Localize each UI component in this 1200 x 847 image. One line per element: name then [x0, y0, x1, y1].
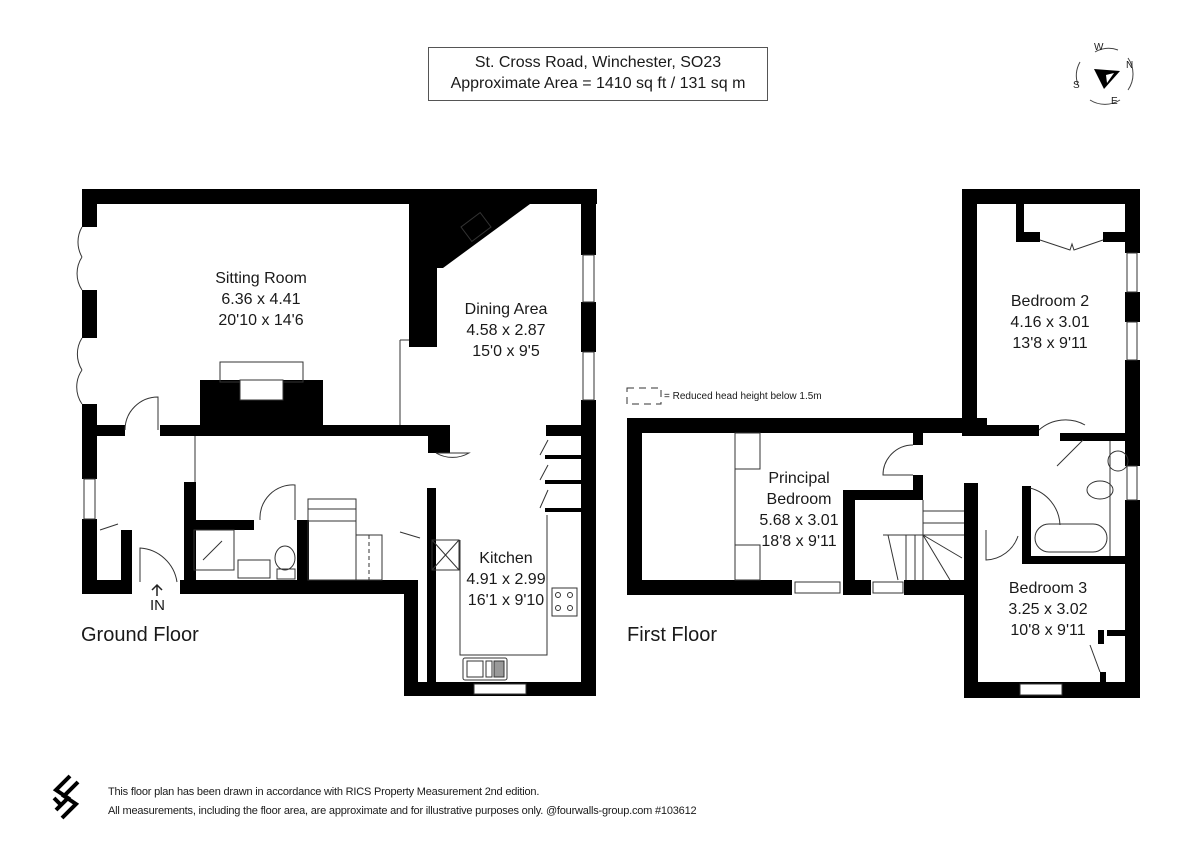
- footer-line-1: This floor plan has been drawn in accord…: [108, 786, 540, 798]
- ground-floor-label: Ground Floor: [81, 624, 199, 646]
- compass-north: N: [1126, 60, 1134, 71]
- compass-west: W: [1094, 42, 1104, 53]
- fourwalls-logo-icon: [52, 774, 80, 820]
- room-kitchen: Kitchen 4.91 x 2.99 16'1 x 9'10: [466, 548, 545, 611]
- compass-south: S: [1073, 80, 1080, 91]
- room-imperial: 15'0 x 9'5: [472, 343, 540, 360]
- title-box: St. Cross Road, Winchester, SO23 Approxi…: [428, 47, 768, 101]
- dashed-box-icon: [626, 387, 662, 405]
- room-metric: 4.16 x 3.01: [1010, 314, 1090, 331]
- room-metric: 3.25 x 3.02: [1008, 601, 1088, 618]
- compass-east: E: [1111, 96, 1118, 107]
- room-sitting-room: Sitting Room 6.36 x 4.41 20'10 x 14'6: [215, 268, 307, 331]
- room-name-line2: Bedroom: [766, 491, 832, 508]
- room-name: Bedroom 2: [1010, 293, 1090, 310]
- footer-line-2: All measurements, including the floor ar…: [108, 805, 697, 817]
- room-imperial: 13'8 x 9'11: [1012, 335, 1088, 352]
- entrance-label: IN: [150, 597, 165, 614]
- address-text: St. Cross Road, Winchester, SO23: [474, 54, 722, 71]
- first-floor-fixtures: [734, 239, 1138, 696]
- footer-disclaimer: This floor plan has been drawn in accord…: [108, 783, 697, 821]
- room-metric: 5.68 x 3.01: [759, 512, 839, 529]
- first-floor-plan: [627, 189, 1140, 698]
- room-metric: 6.36 x 4.41: [221, 291, 301, 308]
- room-name: Dining Area: [464, 301, 548, 318]
- entrance-arrow-icon: [151, 583, 163, 596]
- room-principal-bedroom: Principal Bedroom 5.68 x 3.01 18'8 x 9'1…: [759, 468, 838, 552]
- room-imperial: 10'8 x 9'11: [1010, 622, 1086, 639]
- compass-arrow-icon: [1075, 47, 1134, 105]
- compass: W N S E: [1070, 40, 1140, 110]
- ground-floor-fixtures: [76, 211, 595, 695]
- room-bedroom-3: Bedroom 3 3.25 x 3.02 10'8 x 9'11: [1008, 578, 1087, 641]
- first-floor-label: First Floor: [627, 624, 717, 646]
- room-imperial: 18'8 x 9'11: [761, 533, 837, 550]
- room-imperial: 16'1 x 9'10: [467, 592, 545, 609]
- room-name: Kitchen: [479, 550, 533, 567]
- area-text: Approximate Area = 1410 sq ft / 131 sq m: [450, 75, 746, 92]
- room-metric: 4.91 x 2.99: [466, 571, 546, 588]
- room-metric: 4.58 x 2.87: [466, 322, 546, 339]
- ground-floor-plan: [82, 189, 597, 696]
- room-imperial: 20'10 x 14'6: [218, 312, 304, 329]
- legend-text: = Reduced head height below 1.5m: [664, 390, 822, 402]
- room-name: Principal: [768, 470, 830, 487]
- legend: = Reduced head height below 1.5m: [626, 387, 822, 405]
- room-name: Sitting Room: [215, 270, 307, 287]
- room-dining-area: Dining Area 4.58 x 2.87 15'0 x 9'5: [465, 299, 548, 362]
- room-name: Bedroom 3: [1008, 580, 1088, 597]
- room-bedroom-2: Bedroom 2 4.16 x 3.01 13'8 x 9'11: [1010, 291, 1089, 354]
